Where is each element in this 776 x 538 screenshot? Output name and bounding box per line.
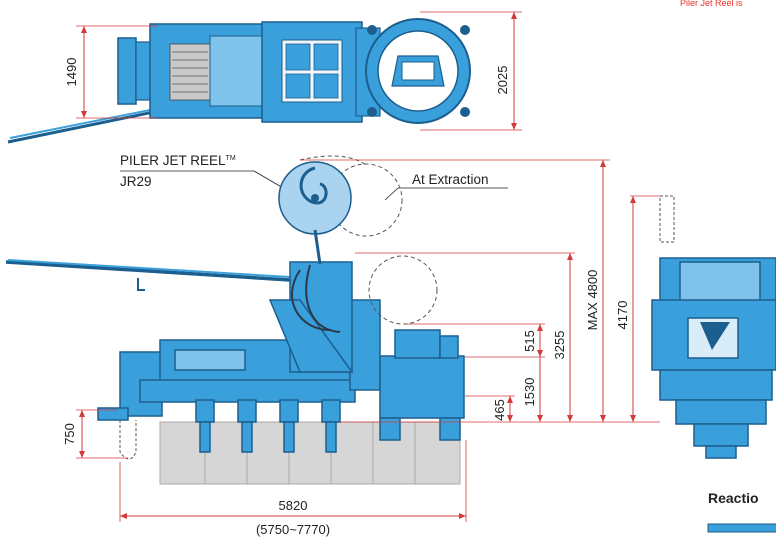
dim-3255-label: 3255 [552,331,567,360]
dim-465-label: 465 [492,399,507,421]
dim-4170-label: 4170 [615,301,630,330]
top-view-machine [7,18,471,144]
dimension-750: 750 [62,409,128,459]
dimension-1530: 1530 [522,357,543,422]
rear-pile-outline [119,420,137,460]
dimension-4170: 4170 [615,196,636,422]
at-extraction-callout: At Extraction [384,172,508,201]
side-boom-arm [5,259,291,291]
dim-750-label: 750 [62,423,77,445]
top-right-note: Piler Jet Reel is [680,0,743,8]
product-name: PILER JET REEL [120,153,226,168]
dimension-1490: 1490 [64,25,158,119]
side-chassis [97,261,465,453]
svg-text:PILER JET REELTM: PILER JET REELTM [120,153,236,168]
reference-lines [300,159,660,423]
dim-5820-range-label: (5750~7770) [256,522,330,537]
dim-515-label: 515 [522,330,537,352]
dimension-465: 465 [492,396,513,422]
reaction-bar [707,523,776,533]
dim-1490-label: 1490 [64,58,79,87]
dim-max-4800-label: MAX 4800 [585,270,600,331]
dim-1530-label: 1530 [522,378,537,407]
dimension-5820: 5820 (5750~7770) [119,440,467,537]
piler-jet-reel [278,155,438,325]
trademark-mark: TM [226,155,236,162]
product-label: PILER JET REELTM JR29 [120,153,291,193]
product-model: JR29 [120,174,152,189]
dimension-max-4800: MAX 4800 [585,160,606,422]
dimension-515: 515 [522,324,543,357]
dim-5820-label: 5820 [279,498,308,513]
at-extraction-label: At Extraction [412,172,489,187]
dimension-2025: 2025 [420,11,522,131]
reaction-label: Reactio [708,490,759,506]
rear-view-machine [651,195,776,459]
dim-2025-label: 2025 [495,66,510,95]
dimension-3255: 3255 [552,253,573,422]
